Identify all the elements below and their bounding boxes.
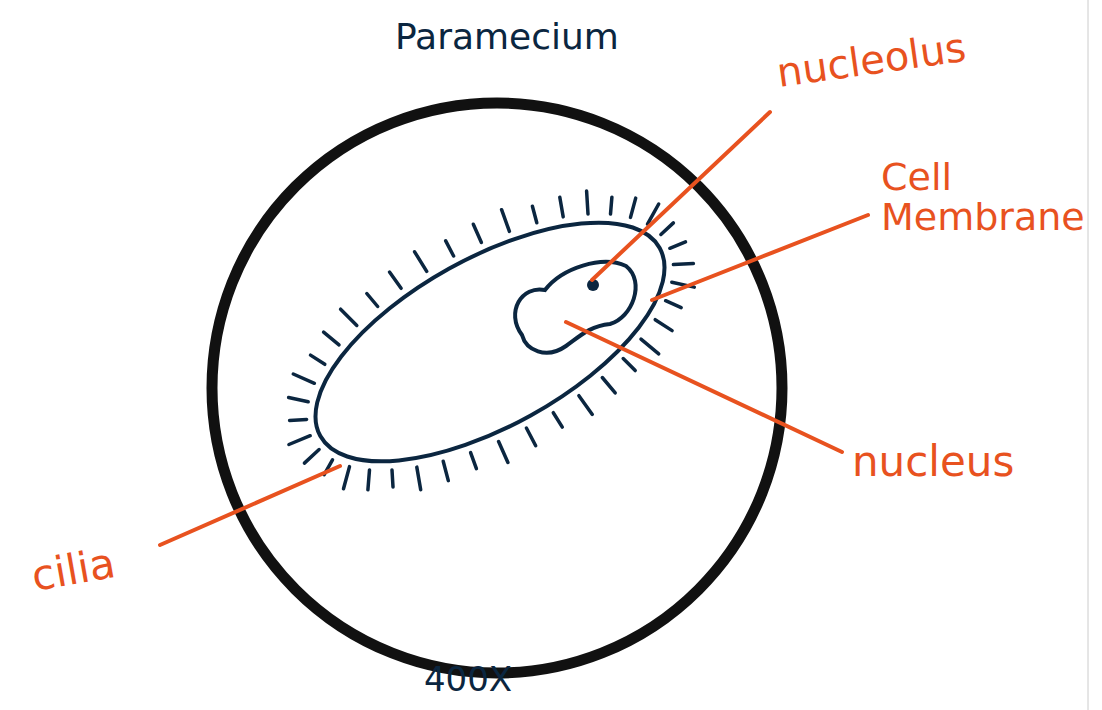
cilium-stroke — [443, 461, 448, 480]
cilium-stroke — [367, 294, 378, 307]
cilium-stroke — [446, 241, 454, 256]
cilium-stroke — [602, 378, 615, 393]
cilium-stroke — [390, 272, 402, 288]
field-of-view — [212, 103, 782, 673]
cilium-stroke — [579, 396, 592, 415]
cilium-stroke — [324, 332, 339, 345]
cilium-stroke — [417, 467, 421, 490]
cilium-stroke — [560, 197, 563, 217]
cilium-stroke — [587, 191, 588, 214]
cilium-stroke — [304, 450, 319, 464]
cilium-stroke — [670, 242, 686, 249]
cilium-stroke — [502, 210, 510, 232]
cilium-stroke — [526, 428, 535, 446]
page-edge — [1088, 0, 1089, 710]
cilium-stroke — [344, 467, 350, 489]
cilium-stroke — [641, 339, 659, 354]
cell — [280, 174, 701, 509]
cilium-stroke — [655, 320, 672, 331]
cilium-stroke — [661, 223, 674, 235]
cilium-stroke — [368, 470, 370, 490]
leader-line — [592, 112, 770, 280]
leader-lines — [160, 112, 868, 545]
magnification-caption: 400X — [424, 662, 512, 698]
cilium-stroke — [473, 224, 481, 242]
cilium-stroke — [341, 309, 357, 325]
leader-line — [566, 322, 842, 452]
cilium-stroke — [293, 374, 314, 383]
cilium-stroke — [553, 413, 562, 427]
cilium-stroke — [623, 359, 635, 371]
cilium-stroke — [392, 470, 393, 487]
part-label: nucleus — [852, 440, 1014, 484]
cilium-stroke — [415, 252, 427, 271]
leader-line — [160, 466, 340, 545]
cilium-stroke — [289, 436, 310, 445]
part-label: nucleolus — [774, 26, 968, 94]
cilium-stroke — [673, 264, 693, 265]
cilium-stroke — [311, 355, 325, 364]
cilium-stroke — [666, 301, 682, 308]
cilium-stroke — [532, 206, 536, 223]
part-label: cilia — [28, 541, 118, 599]
cell-outline — [280, 174, 701, 509]
cilium-stroke — [290, 419, 307, 420]
part-label: Cell Membrane — [881, 158, 1096, 238]
leader-line — [652, 215, 868, 300]
diagram-title: Paramecium — [395, 18, 619, 56]
cilium-stroke — [289, 398, 309, 402]
nucleus-outline — [515, 262, 636, 353]
cilium-stroke — [611, 197, 612, 214]
cilia-group — [289, 191, 695, 490]
cilium-stroke — [499, 442, 508, 463]
cilium-stroke — [631, 198, 636, 217]
cilium-stroke — [471, 453, 477, 469]
